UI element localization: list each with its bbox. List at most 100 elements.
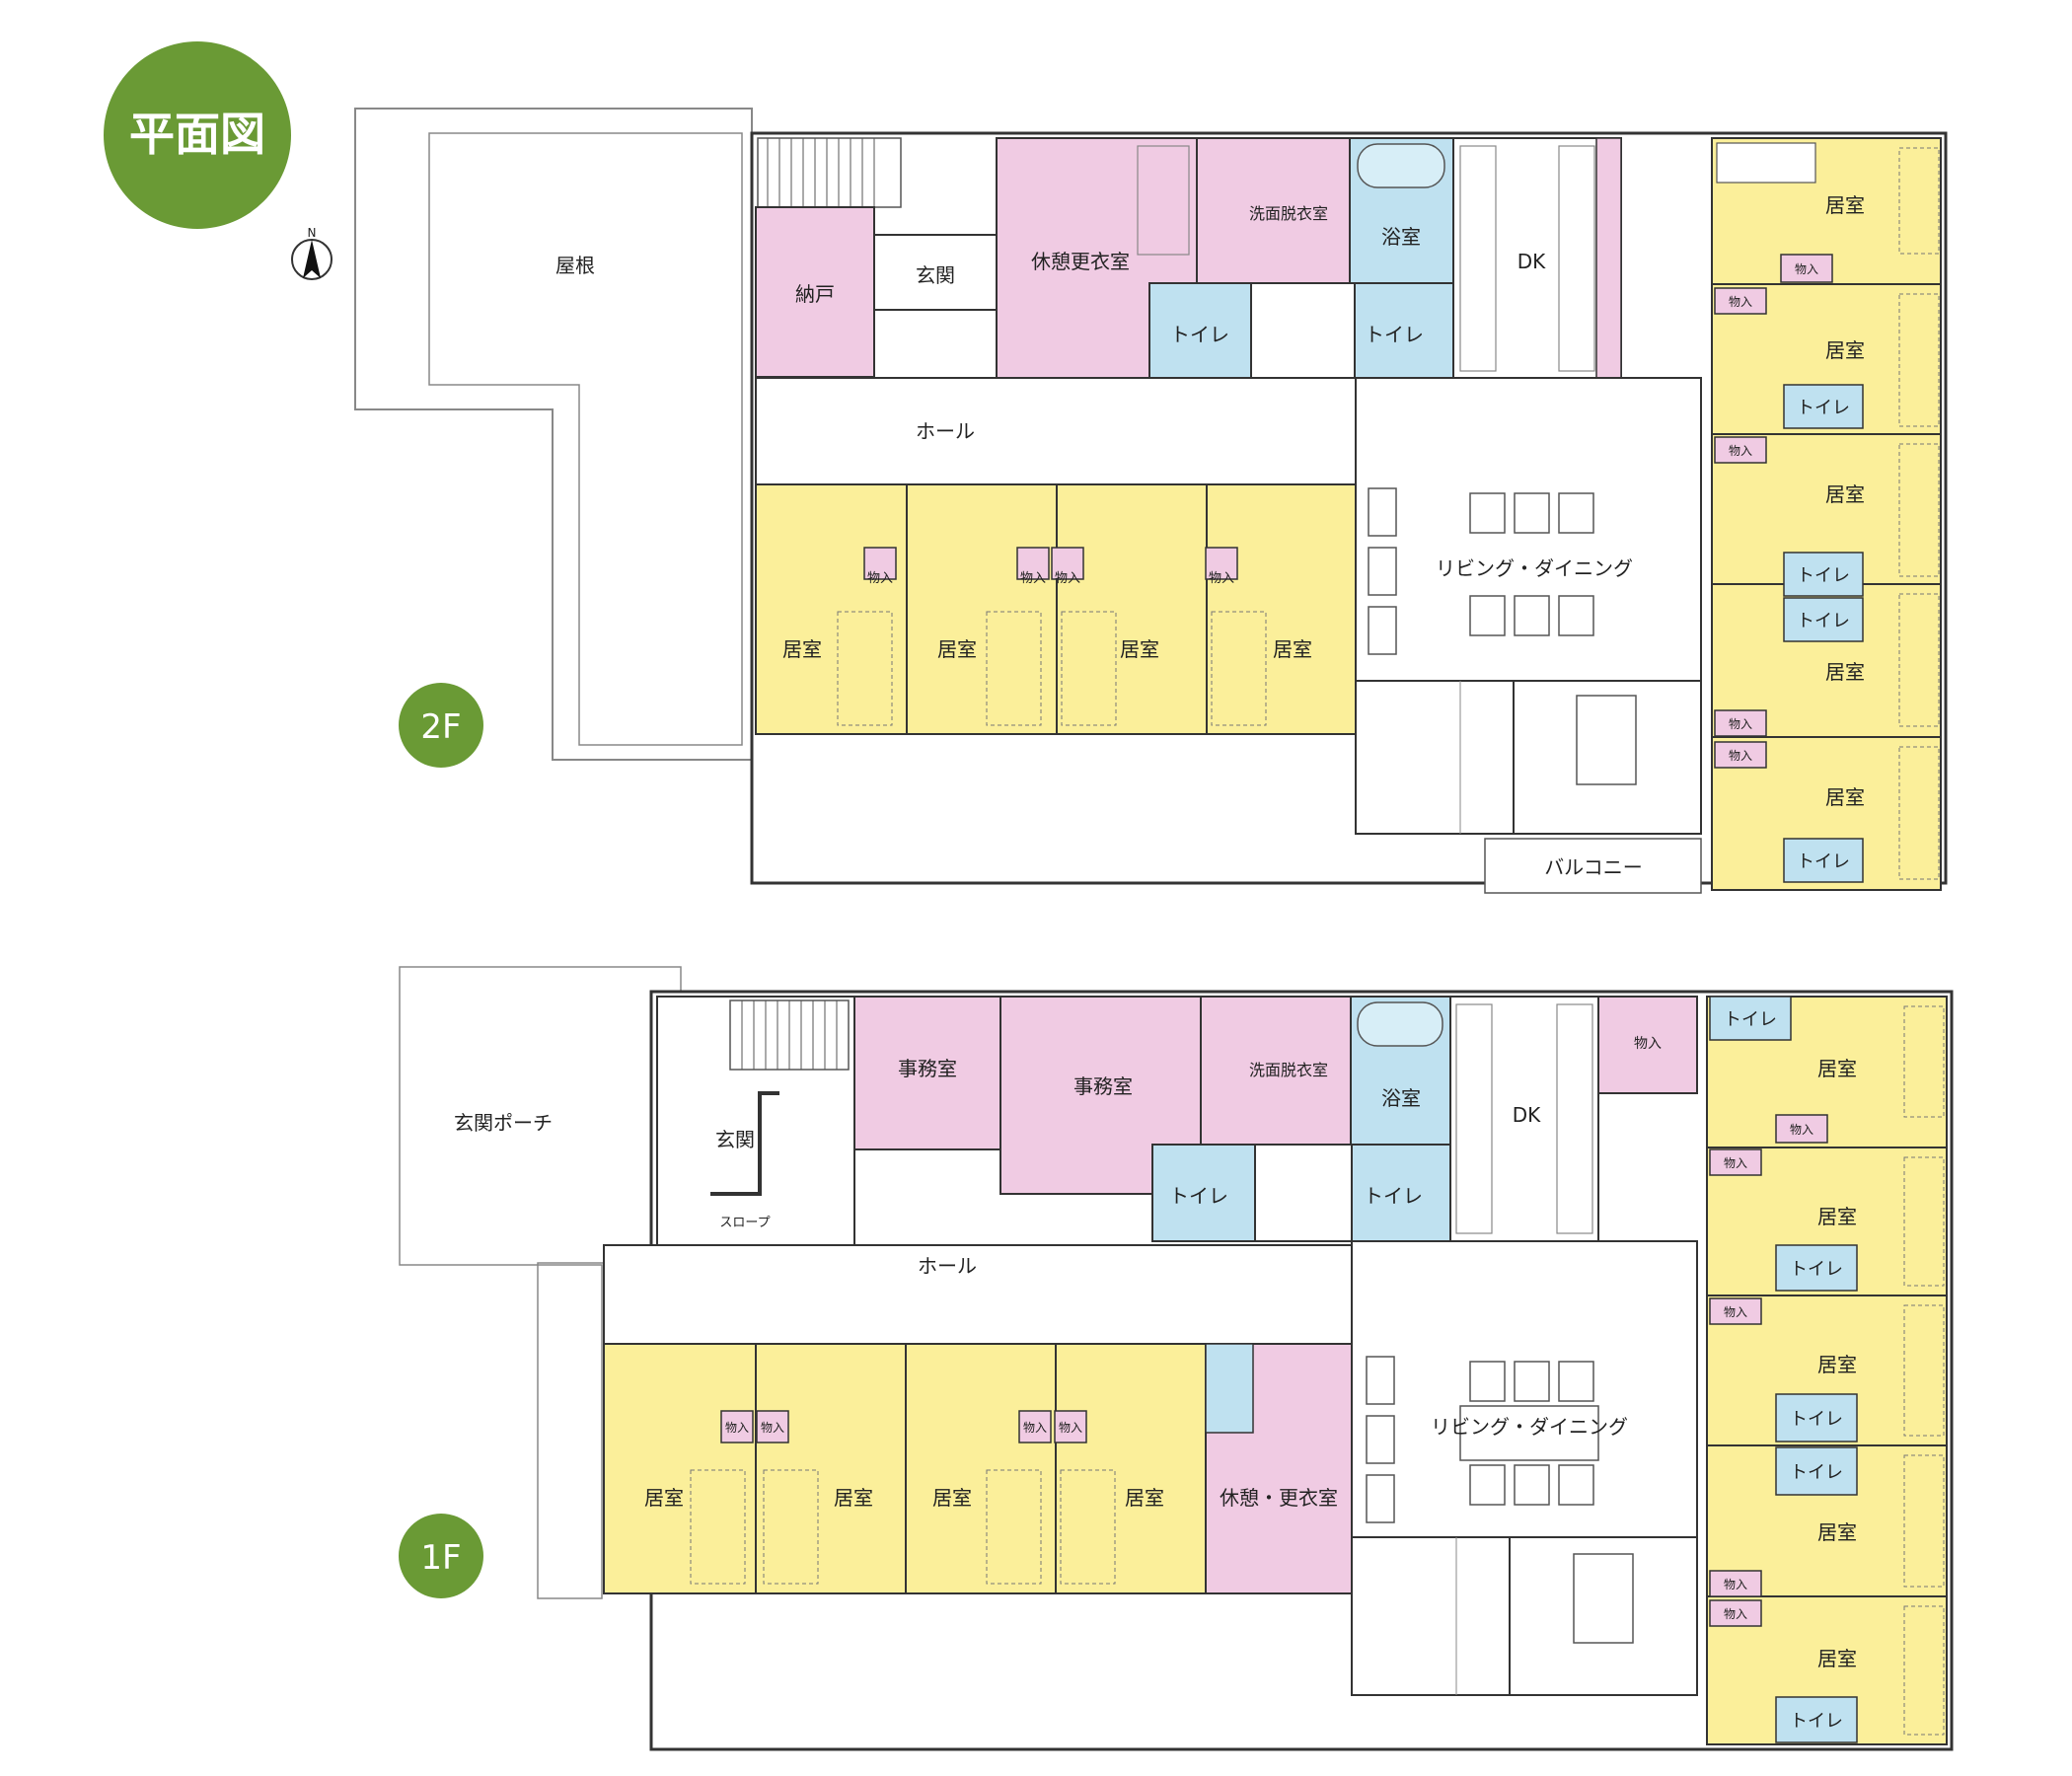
bath-label: 浴室 (1381, 225, 1421, 249)
closet-label: 物入 (1790, 1123, 1813, 1137)
toilet-a-label: トイレ (1169, 1184, 1228, 1208)
bedroom-label: 居室 (834, 1486, 873, 1510)
bedroom-label: 居室 (1817, 1205, 1857, 1228)
rest-room-label: 休憩・更衣室 (1220, 1486, 1338, 1510)
toilet-label: トイレ (1790, 1409, 1843, 1430)
closet-label: 物入 (1724, 1305, 1747, 1319)
bath-label: 浴室 (1381, 1086, 1421, 1110)
bedroom-2f-s2 (906, 483, 1058, 735)
bedroom-label: 居室 (1825, 338, 1865, 362)
bedroom-1f-s3 (905, 1343, 1057, 1594)
closet-label: 物入 (1020, 571, 1046, 586)
toilet-label: トイレ (1790, 1462, 1843, 1483)
washroom-label: 洗面脱衣室 (1249, 204, 1328, 223)
east-rooms-1f: 居室 居室 居室 居室 居室 トイレ トイレ トイレ トイレ トイレ 物入 物入… (1706, 996, 1948, 1745)
floor-1f-badge (399, 1514, 483, 1598)
dining-table-2f (1368, 487, 1594, 655)
floor-2f: 屋根 納戸 玄関 休憩更衣室 洗面脱衣室 浴室 トイレ (354, 108, 1948, 894)
toilet-label: トイレ (1797, 851, 1850, 872)
bedroom-label: 居室 (1125, 1486, 1164, 1510)
bedroom-label: 居室 (1120, 637, 1159, 661)
bedroom-label: 居室 (1825, 660, 1865, 684)
bedroom-2f-s1 (755, 483, 908, 735)
bedroom-2f-s4 (1206, 483, 1357, 735)
toilet-a-label: トイレ (1170, 323, 1229, 346)
entrance-2f (873, 234, 998, 311)
porch-label: 玄関ポーチ (454, 1111, 553, 1135)
roof-outline (354, 108, 753, 761)
bedroom-label: 居室 (1825, 193, 1865, 217)
bedroom-label: 居室 (1817, 1520, 1857, 1544)
stairs-1f (729, 999, 850, 1071)
bedroom-label: 居室 (1825, 482, 1865, 506)
closet-label: 物入 (761, 1421, 784, 1435)
closet-label: 物入 (867, 571, 893, 586)
living-dining-label: リビング・ダイニング (1436, 556, 1633, 580)
closet-label: 物入 (725, 1421, 749, 1435)
bedroom-2f-s3 (1056, 483, 1208, 735)
closet-label: 物入 (1724, 1578, 1747, 1591)
entrance-label: 玄関 (916, 263, 955, 287)
office-label: 事務室 (898, 1057, 957, 1080)
closet-label: 物入 (1729, 444, 1752, 458)
bedroom-label: 居室 (932, 1486, 972, 1510)
north-arrow-icon: N (291, 226, 333, 280)
toilet-b-1f (1351, 1144, 1451, 1242)
bedroom-label: 居室 (782, 637, 822, 661)
rest-room-label: 休憩更衣室 (1031, 250, 1130, 273)
dk-label: DK (1513, 1103, 1541, 1127)
slope-label: スロープ (719, 1216, 770, 1230)
entrance-label: 玄関 (715, 1128, 755, 1151)
floor-2f-badge (399, 683, 483, 768)
closet-label: 物入 (1055, 571, 1080, 586)
floor-1f-label: 1F (420, 1538, 461, 1578)
bedroom-label: 居室 (1825, 785, 1865, 809)
building-2f-outline (750, 131, 1948, 885)
east-rooms-2f: 居室 居室 居室 居室 居室 トイレ トイレ トイレ トイレ 物入 物入 物入 … (1711, 137, 1942, 891)
toilet-label: トイレ (1797, 398, 1850, 418)
toilet-label: トイレ (1790, 1711, 1843, 1732)
bedroom-1f-s1 (603, 1343, 757, 1594)
dk-label: DK (1517, 250, 1546, 273)
closet-label: 物入 (1724, 1607, 1747, 1621)
washroom-2f (1196, 137, 1351, 284)
closet-label: 物入 (1729, 295, 1752, 309)
floor-2f-label: 2F (420, 707, 461, 747)
svg-text:N: N (308, 226, 317, 240)
toilet-label: トイレ (1797, 565, 1850, 586)
balcony-label: バルコニー (1544, 855, 1643, 879)
tatami-area-1f (1351, 1536, 1511, 1696)
closet-label: 物入 (1724, 1156, 1747, 1170)
office-label: 事務室 (1073, 1074, 1133, 1098)
bedroom-label: 居室 (1817, 1647, 1857, 1670)
closet-1f (1597, 996, 1698, 1094)
bedroom-label: 居室 (1817, 1057, 1857, 1080)
dk-1f (1449, 996, 1599, 1242)
toilet-label: トイレ (1790, 1259, 1843, 1280)
toilet-b-label: トイレ (1364, 1184, 1423, 1208)
dk-closet (1595, 137, 1622, 379)
page-title: 平面図 (129, 108, 265, 161)
entrance-1f (656, 996, 855, 1246)
living-dining-2f (1355, 377, 1702, 682)
living-dining-1f (1351, 1240, 1698, 1538)
closet-label: 物入 (1209, 571, 1234, 586)
closet-label: 物入 (1634, 1036, 1662, 1052)
bedroom-1f-s2 (755, 1343, 907, 1594)
closet-label: 物入 (1059, 1421, 1082, 1435)
living-dining-label: リビング・ダイニング (1431, 1415, 1628, 1439)
bedroom-label: 居室 (1273, 637, 1312, 661)
title-badge (104, 41, 291, 229)
hall-label: ホール (916, 419, 975, 443)
washroom-1f (1200, 996, 1352, 1146)
closet-label: 物入 (1795, 262, 1818, 276)
porch-outline (399, 966, 682, 1599)
washroom-label: 洗面脱衣室 (1249, 1061, 1328, 1079)
balcony-2f (1484, 838, 1702, 894)
bedroom-label: 居室 (644, 1486, 684, 1510)
bedroom-label: 居室 (937, 637, 977, 661)
storage-label: 納戸 (795, 282, 835, 306)
stairs-2f (757, 137, 902, 208)
